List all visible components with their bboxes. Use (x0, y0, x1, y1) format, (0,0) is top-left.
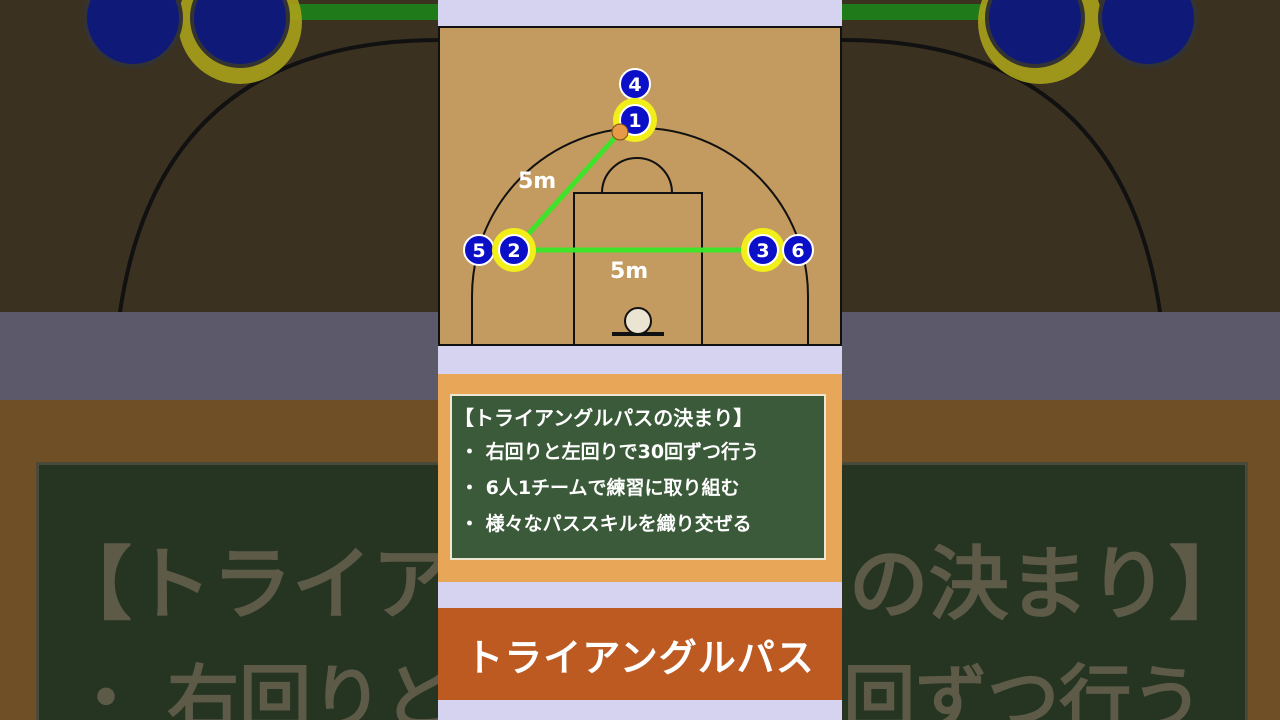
player-6: 6 (782, 234, 814, 266)
player-1-number: 1 (628, 110, 641, 132)
player-4: 4 (619, 68, 651, 100)
rule-item-1: ・ 右回りと左回りで30回ずつ行う (460, 441, 760, 463)
player-2-number: 2 (507, 240, 520, 262)
player-2: 2 (492, 228, 536, 272)
player-5: 5 (463, 234, 495, 266)
player-4-number: 4 (628, 74, 641, 96)
video-frame: 5m 5m 4 1 5 2 3 (438, 0, 842, 720)
rules-panel: 【トライアングルパスの決まり】 ・ 右回りと左回りで30回ずつ行う ・ 6人1チ… (438, 374, 842, 582)
banner-title: トライアングルパス (465, 635, 815, 680)
distance-label-bottom: 5m (610, 259, 648, 284)
distance-label-left: 5m (518, 169, 556, 194)
pass-line-1-2 (512, 130, 622, 252)
rule-item-3: ・ 様々なパススキルを織り交ぜる (460, 513, 752, 535)
paint-lane (573, 192, 703, 346)
player-3: 3 (741, 228, 785, 272)
rules-title: 【トライアングルパスの決まり】 (454, 406, 754, 430)
rules-board: 【トライアングルパスの決まり】 ・ 右回りと左回りで30回ずつ行う ・ 6人1チ… (450, 394, 826, 560)
basketball-court-diagram: 5m 5m 4 1 5 2 3 (438, 26, 842, 346)
player-3-number: 3 (756, 240, 769, 262)
hoop (624, 307, 652, 335)
rule-item-2: ・ 6人1チームで練習に取り組む (460, 477, 740, 499)
title-banner: トライアングルパス (438, 608, 842, 700)
free-throw-circle (601, 157, 673, 194)
player-6-number: 6 (791, 240, 804, 262)
background-court-lines (83, 0, 1198, 312)
basketball (611, 123, 629, 141)
player-5-number: 5 (472, 240, 485, 262)
